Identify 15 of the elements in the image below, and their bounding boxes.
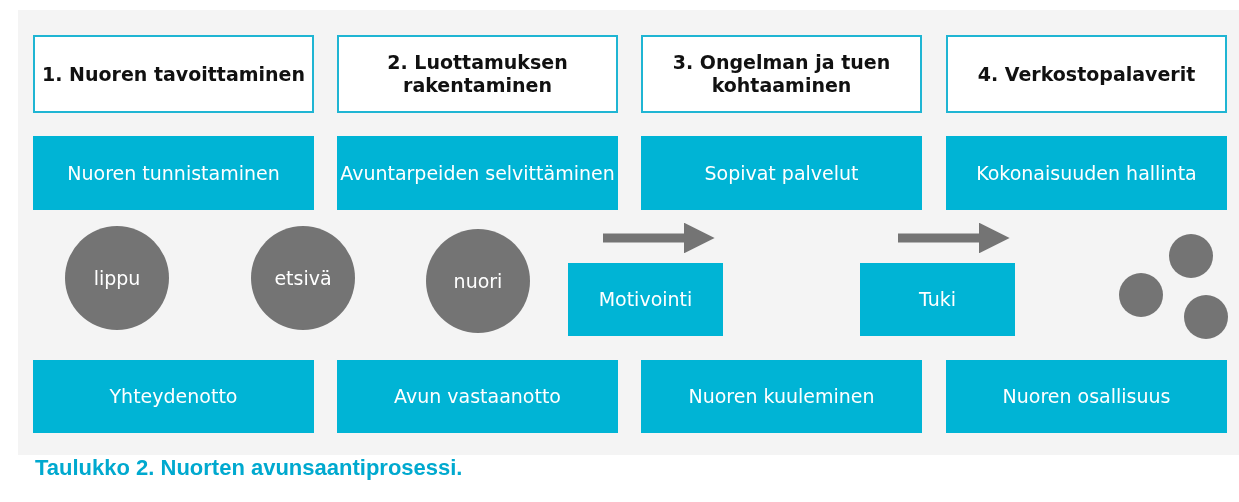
step-box: Avuntarpeiden selvittäminen (337, 136, 618, 210)
step-box: Kokonaisuuden hallinta (946, 136, 1227, 210)
phase-box: 2. Luottamuksen rakentaminen (337, 35, 618, 113)
phase-box: 4. Verkostopalaverit (946, 35, 1227, 113)
step-box: Nuoren kuuleminen (641, 360, 922, 433)
caption: Taulukko 2. Nuorten avunsaantiprosessi. (35, 455, 463, 481)
phase-box: 1. Nuoren tavoittaminen (33, 35, 314, 113)
step-box: Yhteydenotto (33, 360, 314, 433)
step-box: Motivointi (568, 263, 723, 336)
step-box: Avun vastaanotto (337, 360, 618, 433)
phase-box: 3. Ongelman ja tuen kohtaaminen (641, 35, 922, 113)
step-box: Sopivat palvelut (641, 136, 922, 210)
step-box: Tuki (860, 263, 1015, 336)
step-box: Nuoren tunnistaminen (33, 136, 314, 210)
step-box: Nuoren osallisuus (946, 360, 1227, 433)
